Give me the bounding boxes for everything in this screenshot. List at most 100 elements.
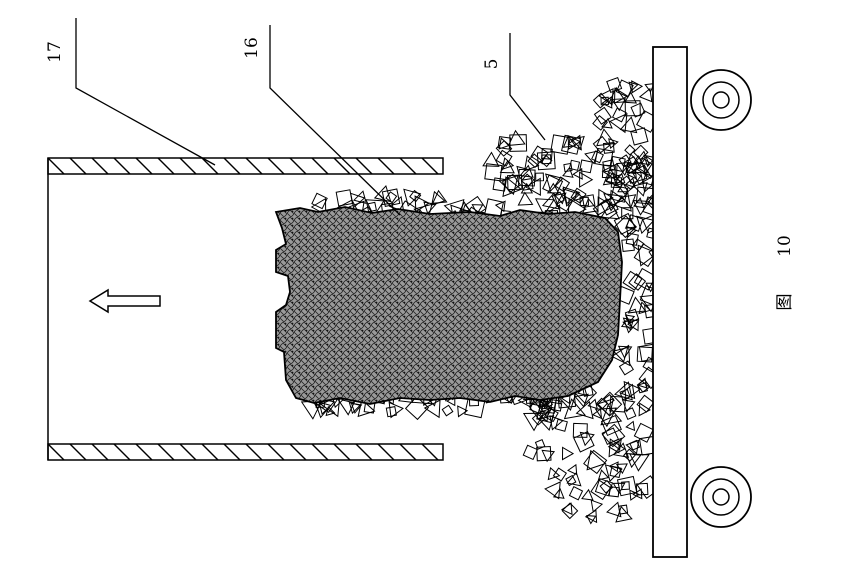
housing-tube [47, 157, 444, 461]
particle [625, 420, 636, 432]
particle [590, 479, 612, 501]
label-part-5: 5 [482, 59, 502, 70]
particle [632, 488, 643, 500]
particle [552, 467, 567, 482]
particle [574, 393, 589, 408]
label-part-16: 16 [242, 37, 262, 59]
particle [579, 196, 590, 207]
housing-bottom-wall [47, 443, 444, 461]
particle [441, 404, 454, 417]
particle [638, 402, 651, 417]
particle [600, 196, 619, 216]
particle [633, 197, 645, 209]
particle [618, 154, 632, 168]
particle [385, 191, 398, 204]
particle [609, 155, 626, 173]
particle [373, 185, 392, 203]
particle [636, 382, 649, 394]
particle [530, 145, 549, 164]
housing-top-wall [47, 157, 444, 175]
leader-lines [75, 18, 546, 216]
particle [628, 273, 647, 291]
particle [621, 481, 630, 491]
particle [624, 100, 641, 117]
particle [609, 465, 622, 479]
particle [607, 440, 620, 454]
particle [630, 102, 646, 118]
particle [566, 471, 582, 487]
particle [562, 188, 581, 207]
particle [601, 117, 613, 129]
particle [613, 87, 629, 105]
leader-17 [75, 18, 216, 166]
particle [561, 502, 579, 520]
particle [601, 427, 620, 445]
particle [544, 481, 561, 500]
particle [550, 134, 571, 155]
particle [618, 504, 629, 515]
particle [584, 509, 598, 524]
particle [366, 201, 377, 213]
particle [622, 448, 637, 462]
particle [631, 164, 652, 185]
particle [628, 81, 639, 92]
particle [546, 182, 560, 194]
particle [615, 505, 633, 523]
particle [457, 405, 469, 418]
particle [544, 173, 564, 192]
particle [627, 296, 647, 314]
particle [596, 128, 616, 147]
particle [492, 177, 507, 192]
particle [586, 449, 607, 471]
wheel-icon [690, 69, 752, 131]
particle [527, 153, 543, 169]
particle [637, 244, 659, 267]
particle [604, 464, 623, 483]
wheel-icon [690, 466, 752, 528]
particle [608, 486, 620, 498]
particle [587, 398, 598, 410]
particle [630, 127, 649, 146]
particle [625, 439, 640, 455]
particle [601, 164, 616, 179]
particle [318, 401, 332, 415]
particle [350, 192, 366, 209]
particle [622, 319, 635, 331]
particle [592, 114, 609, 131]
particle [495, 140, 513, 157]
particle [620, 383, 636, 400]
particle [591, 408, 603, 420]
particle [423, 201, 437, 215]
particle [581, 194, 596, 208]
particle [551, 191, 565, 205]
label-part-17: 17 [45, 41, 65, 63]
particle [547, 466, 561, 481]
particle [509, 134, 528, 152]
particle [622, 270, 643, 291]
particle [597, 469, 610, 481]
particle [523, 155, 540, 172]
particle [535, 172, 545, 182]
particle [629, 453, 650, 472]
particle [621, 207, 634, 220]
particle [593, 106, 612, 125]
particle [549, 415, 564, 431]
arrow-left-icon [88, 288, 161, 314]
particle [600, 414, 622, 437]
particle [623, 407, 637, 420]
particle [579, 431, 595, 447]
particle [632, 144, 649, 161]
particle [638, 87, 653, 103]
particle [325, 405, 336, 417]
particle [597, 196, 615, 216]
particle [625, 452, 642, 469]
particle [495, 149, 513, 167]
particle [612, 173, 626, 187]
particle [633, 243, 658, 268]
particle [621, 399, 636, 413]
particle [632, 182, 648, 197]
particle [599, 479, 614, 494]
particle [643, 154, 657, 168]
particle [626, 168, 637, 180]
